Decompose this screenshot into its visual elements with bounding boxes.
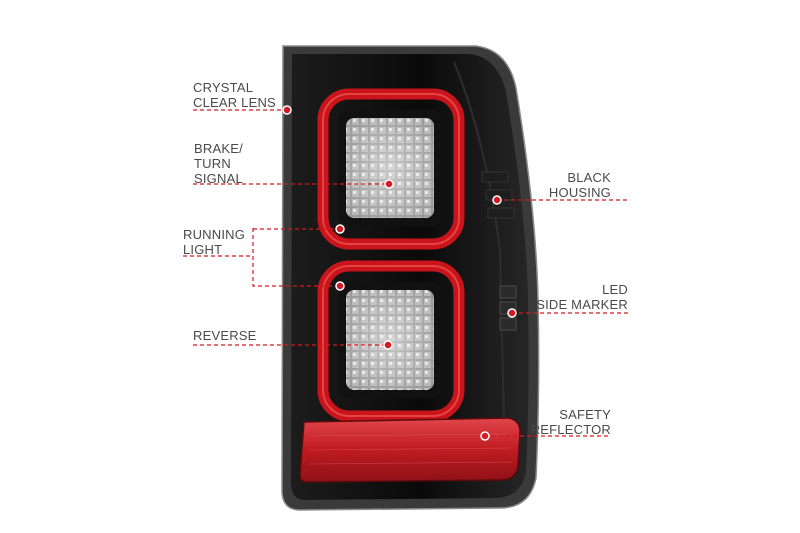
label-led-side-marker: LED SIDE MARKER (536, 282, 628, 312)
label-line: CLEAR LENS (193, 95, 276, 110)
label-line: RUNNING (183, 227, 246, 242)
safety-reflector (299, 417, 521, 483)
label-line: SAFETY (559, 407, 611, 422)
label-black-housing: BLACK HOUSING (549, 170, 611, 200)
label-line: SIGNAL (194, 171, 243, 186)
callout-dots (282, 105, 517, 441)
label-line: LIGHT (183, 242, 223, 257)
label-line: BLACK (567, 170, 611, 185)
label-line: CRYSTAL (193, 80, 254, 95)
label-safety-reflector: SAFETY REFLECTOR (531, 407, 611, 437)
label-line: LED (602, 282, 628, 297)
led-side-marker (499, 285, 517, 331)
label-line: BRAKE/ (194, 141, 243, 156)
label-crystal-clear-lens: CRYSTAL CLEAR LENS (193, 80, 276, 110)
callout-lines (183, 109, 628, 437)
label-brake-turn-signal: BRAKE/ TURN SIGNAL (194, 141, 243, 186)
label-line: REFLECTOR (530, 422, 611, 437)
label-running-light: RUNNING LIGHT (183, 227, 245, 257)
label-line: SIDE MARKER (536, 297, 628, 312)
label-line: REVERSE (193, 328, 257, 343)
label-line: HOUSING (548, 185, 611, 200)
label-line: TURN (194, 156, 231, 171)
label-reverse: REVERSE (193, 328, 257, 343)
